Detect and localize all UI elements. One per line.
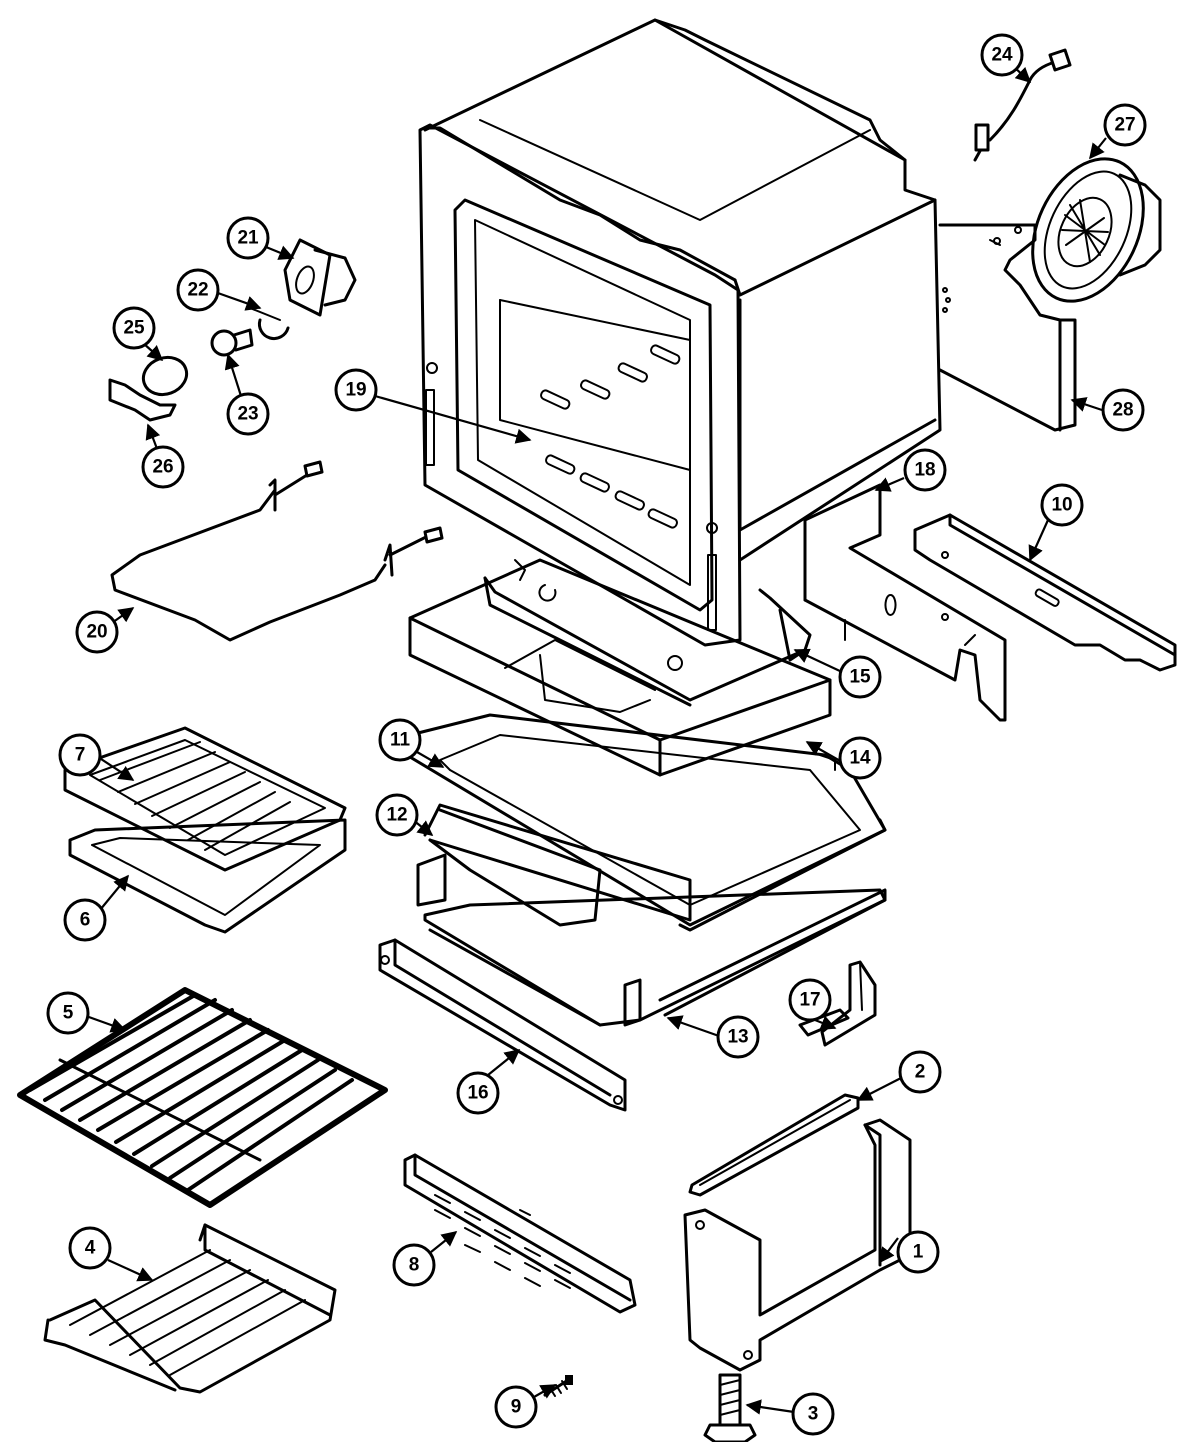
callout-14: 14 — [838, 736, 882, 780]
oven-cavity — [418, 18, 942, 647]
front-trim-strip — [378, 938, 627, 1112]
svg-text:7: 7 — [75, 745, 86, 766]
callout-28: 28 — [1101, 388, 1145, 432]
callout-19: 19 — [334, 368, 378, 412]
bottom-front-channel — [483, 559, 812, 707]
svg-text:28: 28 — [1112, 400, 1133, 421]
callout-4: 4 — [68, 1226, 112, 1270]
callout-15: 15 — [838, 655, 882, 699]
callout-13: 13 — [716, 1015, 760, 1059]
screw — [543, 1375, 573, 1397]
callout-5: 5 — [46, 991, 90, 1035]
callout-8: 8 — [392, 1243, 436, 1287]
svg-text:20: 20 — [86, 622, 107, 643]
svg-text:14: 14 — [849, 748, 871, 769]
svg-text:23: 23 — [237, 404, 258, 425]
bracket — [798, 960, 877, 1047]
svg-text:24: 24 — [991, 45, 1013, 66]
leader-lines — [85, 64, 1107, 1415]
oven-rack — [17, 987, 388, 1208]
callout-22: 22 — [176, 268, 220, 312]
svg-text:6: 6 — [80, 910, 91, 931]
bake-element — [110, 460, 444, 642]
callout-10: 10 — [1040, 483, 1084, 527]
svg-text:8: 8 — [409, 1255, 420, 1276]
svg-text:12: 12 — [386, 805, 407, 826]
inner-bottom-tray — [416, 803, 692, 927]
svg-text:19: 19 — [345, 380, 366, 401]
callout-7: 7 — [58, 733, 102, 777]
svg-text:5: 5 — [63, 1003, 74, 1024]
drawer-rail — [688, 1093, 860, 1197]
callout-11: 11 — [378, 718, 422, 762]
callout-1: 1 — [896, 1230, 940, 1274]
svg-text:15: 15 — [849, 667, 871, 688]
svg-text:13: 13 — [727, 1027, 748, 1048]
callout-6: 6 — [63, 898, 107, 942]
side-panel — [803, 483, 1007, 722]
lower-panel — [423, 888, 887, 1027]
svg-text:1: 1 — [913, 1242, 924, 1263]
callout-12: 12 — [375, 793, 419, 837]
leveling-leg — [703, 1373, 757, 1442]
side-rail — [913, 513, 1177, 672]
svg-text:27: 27 — [1114, 115, 1135, 136]
svg-text:26: 26 — [152, 457, 173, 478]
rear-fan-cover — [938, 223, 1077, 432]
insulation-block — [408, 558, 832, 777]
svg-text:16: 16 — [467, 1083, 488, 1104]
svg-text:10: 10 — [1051, 495, 1072, 516]
svg-text:22: 22 — [187, 280, 208, 301]
svg-text:2: 2 — [915, 1062, 926, 1083]
callout-16: 16 — [456, 1071, 500, 1115]
callout-2: 2 — [898, 1050, 942, 1094]
light-lens — [108, 355, 189, 422]
callout-3: 3 — [791, 1392, 835, 1436]
callout-9: 9 — [494, 1385, 538, 1429]
svg-text:11: 11 — [390, 730, 411, 751]
svg-text:21: 21 — [237, 228, 259, 249]
callout-24: 24 — [980, 33, 1024, 77]
broiler-pan-insert — [63, 726, 347, 872]
kick-panel — [403, 1153, 637, 1314]
svg-text:9: 9 — [511, 1397, 522, 1418]
oven-bottom-panel — [388, 713, 887, 932]
callout-27: 27 — [1103, 103, 1147, 147]
callout-21: 21 — [226, 216, 270, 260]
svg-text:18: 18 — [914, 460, 935, 481]
callout-23: 23 — [226, 392, 270, 436]
svg-text:4: 4 — [85, 1238, 96, 1259]
broiler-pan — [68, 818, 347, 934]
rack-insert — [43, 1223, 337, 1394]
callout-18: 18 — [903, 448, 947, 492]
svg-text:25: 25 — [123, 318, 145, 339]
svg-text:3: 3 — [808, 1404, 819, 1425]
callout-20: 20 — [75, 610, 119, 654]
callout-26: 26 — [141, 445, 185, 489]
drawer-frame — [683, 1118, 912, 1372]
convection-fan-assembly — [1031, 157, 1162, 303]
callout-17: 17 — [788, 978, 832, 1022]
callout-25: 25 — [112, 306, 156, 350]
svg-text:17: 17 — [799, 990, 820, 1011]
